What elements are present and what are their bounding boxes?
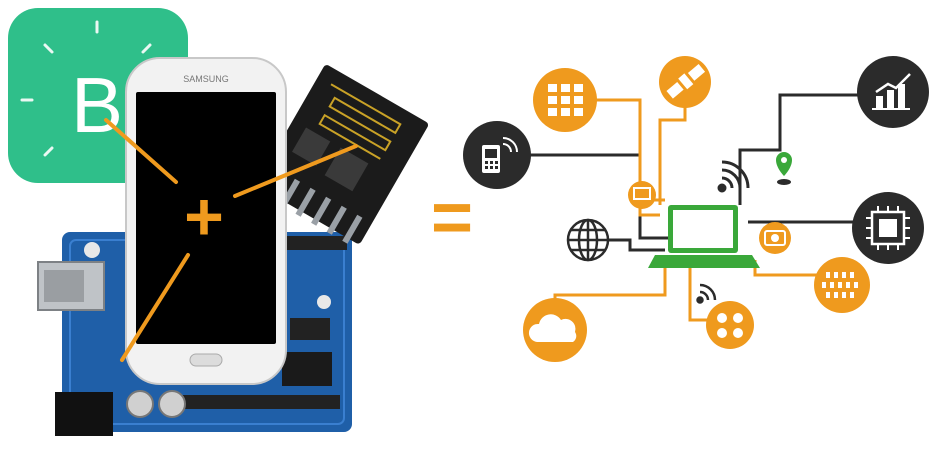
plus-sign: + (184, 179, 224, 255)
location-pin-icon (776, 152, 792, 185)
screen-small-icon (628, 181, 656, 209)
cpu-chip-icon (852, 192, 924, 264)
globe-icon (566, 218, 610, 262)
apps-grid-icon (533, 68, 597, 132)
esp8266-module (257, 65, 428, 244)
mobile-wireless-icon (463, 121, 531, 189)
wifi-small-icon (696, 283, 717, 304)
bar-chart-icon (857, 56, 929, 128)
binary-data-icon (814, 257, 870, 313)
satellite-icon (659, 56, 711, 108)
cloud-icon (523, 298, 587, 362)
gear-people-icon (706, 301, 754, 349)
laptop-icon (648, 205, 760, 268)
phone-brand: SAMSUNG (183, 74, 229, 84)
logo-letter: B (71, 61, 123, 149)
smartphone: SAMSUNG + (104, 57, 358, 385)
camera-small-icon (759, 222, 791, 254)
equals-sign: = (431, 178, 473, 258)
wifi-icon (717, 160, 750, 193)
